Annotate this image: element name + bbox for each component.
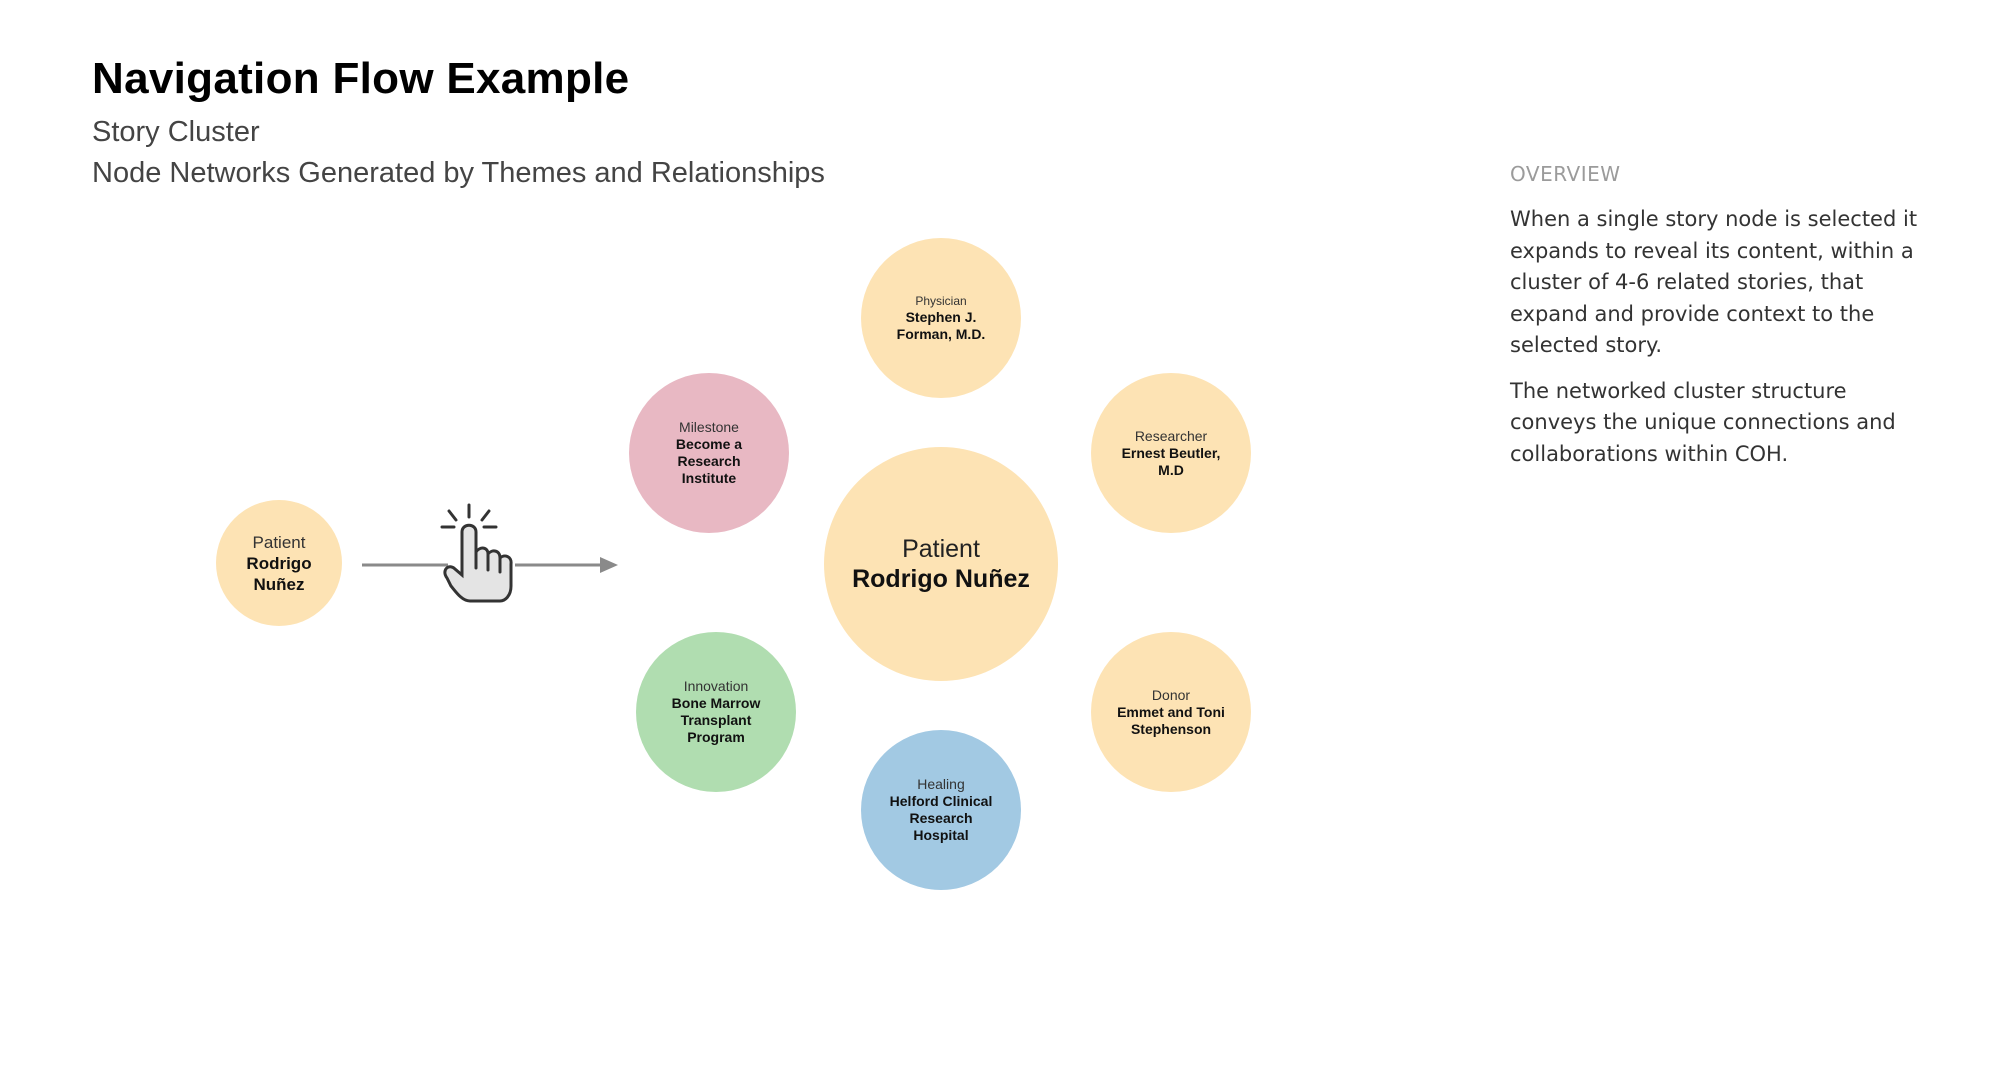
arrow-right-icon <box>362 557 618 573</box>
page-subtitle: Story Cluster <box>92 116 260 148</box>
overview-heading: OVERVIEW <box>1510 162 1621 186</box>
overview-paragraph: When a single story node is selected it … <box>1510 207 1918 357</box>
overview-panel: OVERVIEW When a single story node is sel… <box>1510 162 1930 484</box>
hand-pointer-click-icon <box>440 503 513 603</box>
node-role: Patient <box>252 532 306 552</box>
healing-story-node[interactable]: Healing Helford Clinical Research Hospit… <box>861 730 1021 890</box>
node-role: Innovation <box>683 678 749 694</box>
node-name: Become a Research Institute <box>675 436 743 486</box>
donor-story-node[interactable]: Donor Emmet and Toni Stephenson <box>1091 632 1251 792</box>
node-name: Ernest Beutler, M.D <box>1121 444 1221 478</box>
page-description: Node Networks Generated by Themes and Re… <box>92 157 825 189</box>
node-role: Physician <box>915 294 967 308</box>
node-name: Emmet and Toni Stephenson <box>1117 703 1225 737</box>
node-role: Healing <box>917 776 965 792</box>
node-name: Stephen J. Forman, M.D. <box>896 309 986 342</box>
cluster-center-node[interactable]: Patient Rodrigo Nuñez <box>824 447 1058 681</box>
node-name: Rodrigo Nuñez <box>852 564 1030 593</box>
node-role: Researcher <box>1134 427 1208 444</box>
overview-paragraph: The networked cluster structure conveys … <box>1510 378 1896 466</box>
node-role: Milestone <box>679 419 739 435</box>
milestone-story-node[interactable]: Milestone Become a Research Institute <box>629 373 789 533</box>
researcher-story-node[interactable]: Researcher Ernest Beutler, M.D <box>1091 373 1251 533</box>
node-name: Bone Marrow Transplant Program <box>671 695 761 745</box>
selected-story-node[interactable]: Patient Rodrigo Nuñez <box>216 500 342 626</box>
node-name: Helford Clinical Research Hospital <box>889 793 993 843</box>
node-role: Donor <box>1151 686 1191 703</box>
node-name: Rodrigo Nuñez <box>246 553 312 594</box>
innovation-story-node[interactable]: Innovation Bone Marrow Transplant Progra… <box>636 632 796 792</box>
physician-story-node[interactable]: Physician Stephen J. Forman, M.D. <box>861 238 1021 398</box>
page-title: Navigation Flow Example <box>92 54 630 103</box>
node-role: Patient <box>902 534 980 563</box>
